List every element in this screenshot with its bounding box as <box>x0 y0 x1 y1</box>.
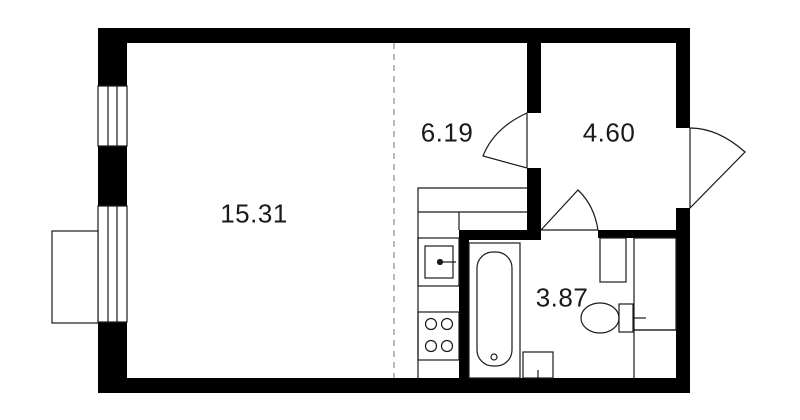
kitchen-sink <box>417 237 460 287</box>
windows <box>51 85 128 324</box>
room-area-bathroom: 3.87 <box>535 282 589 313</box>
hall-wall-lower <box>527 168 541 236</box>
toilet-bowl <box>580 302 620 334</box>
hall-door-swing <box>482 112 528 169</box>
bathtub-drain <box>490 353 498 361</box>
right-wall-lower <box>676 208 690 393</box>
top-wall <box>98 28 690 43</box>
hob-burner-3 <box>424 339 438 353</box>
window-upper <box>97 85 128 147</box>
counter-outline <box>417 187 527 378</box>
entrance-door-swing <box>689 127 746 210</box>
bathtub <box>468 242 521 379</box>
room-area-hallway: 4.60 <box>582 117 636 148</box>
toilet-tank <box>618 303 634 333</box>
bath-wall-top-left <box>459 230 541 240</box>
bathroom-fixtures <box>468 237 677 379</box>
hob-burner-2 <box>440 317 454 331</box>
outer-walls <box>98 28 690 393</box>
utility-shaft <box>633 237 677 331</box>
bath-cabinet <box>599 237 627 283</box>
left-wall-lower <box>98 322 127 393</box>
bath-wall-top-right <box>598 230 678 238</box>
balcony <box>51 230 99 324</box>
kitchen-furniture <box>417 187 527 378</box>
right-wall-upper <box>676 28 690 128</box>
bathroom-door-swing <box>539 189 599 231</box>
interior-walls <box>459 43 678 380</box>
room-area-kitchen-zone: 6.19 <box>420 117 474 148</box>
doors <box>482 112 746 231</box>
hob-burner-4 <box>440 339 454 353</box>
room-area-living: 15.31 <box>220 198 288 229</box>
hob-burner-1 <box>424 317 438 331</box>
left-wall-middle <box>98 146 127 206</box>
bottom-wall <box>98 378 690 393</box>
bathtub-inner <box>476 251 513 367</box>
hall-wall-upper <box>527 43 541 113</box>
hob <box>417 311 460 361</box>
left-wall-upper <box>98 28 127 86</box>
window-lower <box>97 205 128 323</box>
bath-wall-left <box>459 230 469 380</box>
